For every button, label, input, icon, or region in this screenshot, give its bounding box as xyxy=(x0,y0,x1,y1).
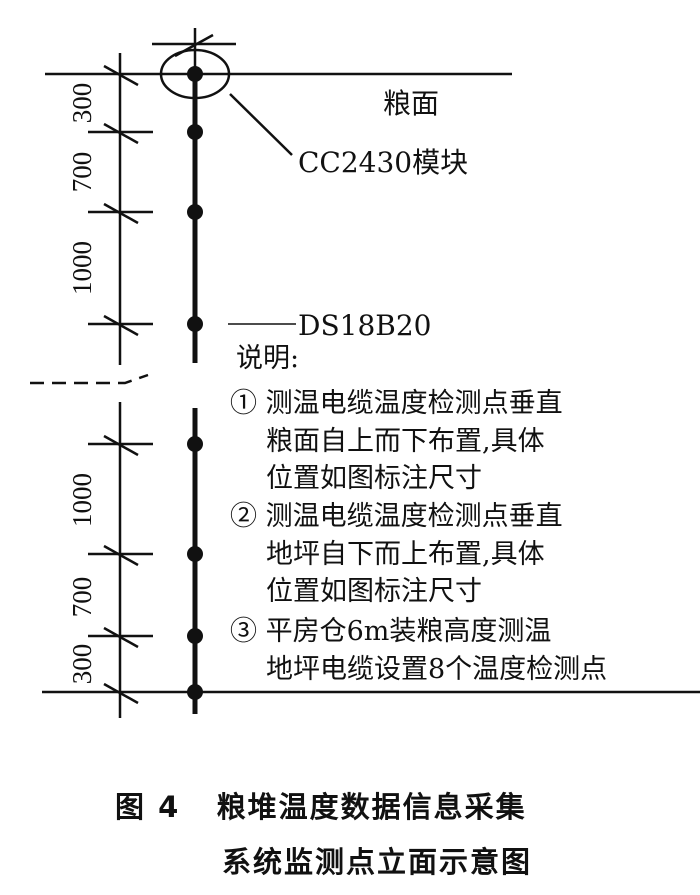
sensor-point xyxy=(187,204,203,220)
note-line: ③ 平房仓6m装粮高度测温 xyxy=(230,616,551,647)
sensor-point xyxy=(187,316,203,332)
dim-bottom-300: 300 xyxy=(67,644,97,685)
sensor-point xyxy=(187,66,203,82)
module-label: CC2430模块 xyxy=(298,146,468,179)
note-line: ① 测温电缆温度检测点垂直 xyxy=(230,388,563,419)
sensor-label: DS18B20 xyxy=(298,309,431,342)
dimension-tick xyxy=(103,64,139,87)
sensor-point xyxy=(187,124,203,140)
grain-surface-label: 粮面 xyxy=(383,87,439,120)
note-line: 位置如图标注尺寸 xyxy=(266,576,482,607)
dim-bottom-1000: 1000 xyxy=(67,473,97,527)
caption-line-2: 系统监测点立面示意图 xyxy=(222,845,532,879)
sensor-point xyxy=(187,684,203,700)
note-line: 位置如图标注尺寸 xyxy=(266,463,482,494)
dimension-tick xyxy=(103,122,139,145)
note-line: 地坪电缆设置8个温度检测点 xyxy=(266,654,607,685)
notes-title: 说明: xyxy=(236,343,299,374)
dim-top-1000: 1000 xyxy=(67,241,97,295)
dimension-tick xyxy=(103,434,139,457)
dimension-tick xyxy=(103,314,139,337)
dimension-tick xyxy=(103,682,139,705)
module-leader xyxy=(229,93,293,156)
note-line: 地坪自下而上布置,具体 xyxy=(266,539,545,570)
dim-top-700: 700 xyxy=(67,152,97,193)
note-line: ② 测温电缆温度检测点垂直 xyxy=(230,501,563,532)
sensor-point xyxy=(187,546,203,562)
dim-bottom-700: 700 xyxy=(67,577,97,618)
note-line: 粮面自上而下布置,具体 xyxy=(266,426,545,457)
dimension-tick xyxy=(103,626,139,649)
dimension-tick xyxy=(103,544,139,567)
break-line xyxy=(30,373,149,385)
dim-top-300: 300 xyxy=(67,83,97,124)
caption-line-1: 图 4 粮堆温度数据信息采集 xyxy=(115,790,527,824)
sensor-point xyxy=(187,436,203,452)
dimension-tick xyxy=(103,202,139,225)
sensor-point xyxy=(187,628,203,644)
